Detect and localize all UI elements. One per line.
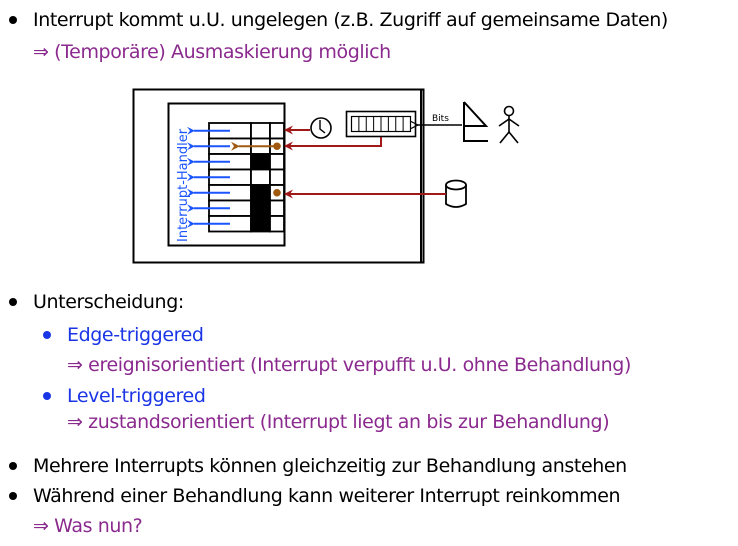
pending-bit-cell — [269, 122, 285, 140]
keyboard-icon — [463, 101, 489, 142]
register-signal-arrow — [284, 137, 382, 151]
subitem-level-implication: ⇒ zustandsorientiert (Interrupt liegt an… — [67, 411, 610, 433]
pending-dot — [273, 142, 281, 151]
mask-bit-cell — [250, 168, 271, 186]
bullet-4-text: Während einer Behandlung kann weiterer I… — [33, 485, 621, 507]
bullet-1-implication: ⇒ (Temporäre) Ausmaskierung möglich — [33, 41, 391, 63]
bullet-1-text: Interrupt kommt u.U. ungelegen (z.B. Zug… — [33, 9, 668, 31]
interrupt-table — [187, 122, 285, 233]
mask-bit-cell — [250, 215, 271, 233]
pending-bit-cell — [269, 199, 285, 217]
subitem-edge-triggered: Edge-triggered — [67, 324, 204, 346]
mask-bit-cell — [250, 184, 271, 202]
mask-bit-cell — [250, 122, 271, 140]
clock-icon — [310, 117, 332, 139]
bullet-3-text: Mehrere Interrupts können gleichzeitig z… — [33, 455, 627, 477]
pending-bit-cell — [269, 168, 285, 186]
pending-bit-cell — [269, 215, 285, 233]
bullet-4-implication: ⇒ Was nun? — [33, 515, 143, 537]
shift-register-icon — [345, 110, 417, 138]
mask-bit-cell — [250, 153, 271, 171]
bullet-dot — [9, 16, 17, 24]
pending-bit-cell — [269, 153, 285, 171]
subbullet-dot — [43, 392, 51, 400]
bullet-2-text: Unterscheidung: — [33, 291, 184, 313]
subitem-level-triggered: Level-triggered — [67, 385, 206, 407]
bullet-dot — [9, 492, 17, 500]
disk-icon — [445, 179, 467, 208]
subitem-edge-implication: ⇒ ereignisorientiert (Interrupt verpufft… — [67, 354, 631, 376]
handler-label: Interrupt-Handler — [176, 128, 191, 242]
bits-label: Bits — [432, 114, 449, 124]
subbullet-dot — [43, 331, 51, 339]
person-icon — [498, 105, 520, 144]
bullet-dot — [9, 462, 17, 470]
bullet-dot — [9, 298, 17, 306]
pending-dot — [273, 188, 281, 197]
mask-bit-cell — [250, 199, 271, 217]
